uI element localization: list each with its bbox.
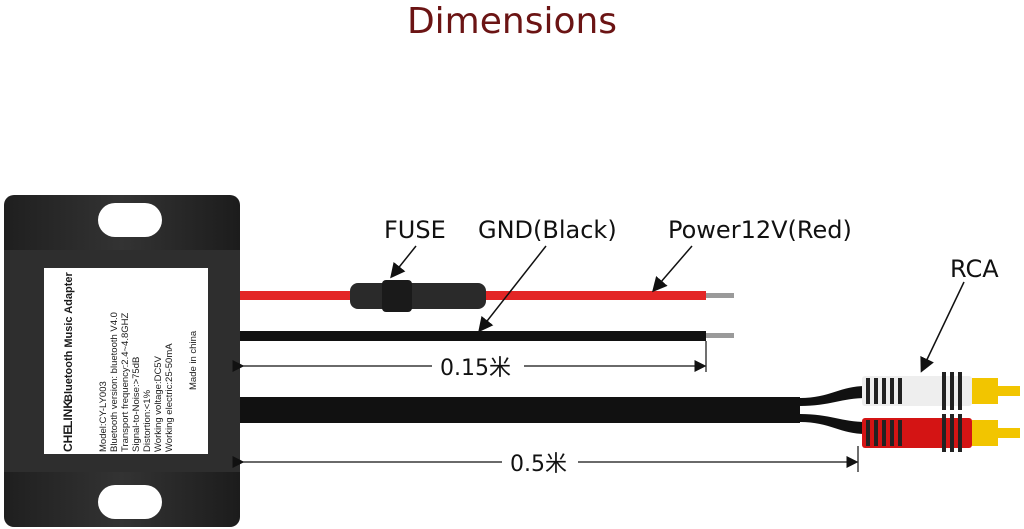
power-label: Power12V(Red) bbox=[668, 216, 852, 244]
rca-cable bbox=[240, 386, 866, 434]
sticker-specs: Model:CY-LY003 Bluetooth version: blueto… bbox=[98, 312, 175, 452]
dimension-short-label: 0.15米 bbox=[440, 356, 511, 381]
power-wire bbox=[240, 291, 734, 300]
adapter-box: CHE LINK Bluetooth Music Adapter Model:C… bbox=[4, 195, 240, 527]
dimension-long-label: 0.5米 bbox=[510, 452, 567, 477]
spec-line: Distortion:<1% bbox=[142, 389, 153, 452]
spec-line: Working electric:25-50mA bbox=[164, 343, 175, 452]
dimension-short: 0.15米 bbox=[232, 341, 707, 381]
spec-line: Model:CY-LY003 bbox=[98, 381, 109, 452]
brand-left: CHE bbox=[61, 427, 75, 452]
rca-plug-red bbox=[862, 414, 1020, 452]
fuse-pointer bbox=[390, 245, 417, 279]
spec-line: Bluetooth version: bluetooth V4.0 bbox=[109, 312, 120, 452]
gnd-pointer bbox=[478, 245, 547, 333]
spec-line: Signal-to-Noise:>75dB bbox=[131, 357, 142, 452]
wire-tip bbox=[706, 293, 734, 298]
spec-line: Working voltage:DC5V bbox=[153, 355, 164, 452]
page-title: Dimensions bbox=[406, 1, 618, 42]
dimension-long: 0.5米 bbox=[232, 446, 859, 477]
fuse-label: FUSE bbox=[384, 216, 446, 244]
product-sticker bbox=[44, 268, 208, 454]
wire-tip bbox=[706, 333, 734, 338]
gnd-wire bbox=[240, 331, 734, 341]
gnd-label: GND(Black) bbox=[478, 216, 617, 244]
rca-label: RCA bbox=[950, 255, 999, 283]
spec-line: Transport frequency:2.4~4.8GHZ bbox=[120, 312, 131, 452]
mounting-hole-top bbox=[98, 203, 162, 237]
rca-pointer bbox=[920, 281, 965, 373]
rca-plug-white bbox=[862, 372, 1020, 410]
brand-right: LINK bbox=[61, 400, 75, 428]
product-name: Bluetooth Music Adapter bbox=[63, 272, 75, 402]
fuse-holder bbox=[350, 280, 486, 312]
mounting-hole-bottom bbox=[98, 485, 162, 519]
made-in: Made in china bbox=[188, 330, 199, 390]
power-pointer bbox=[652, 245, 693, 293]
